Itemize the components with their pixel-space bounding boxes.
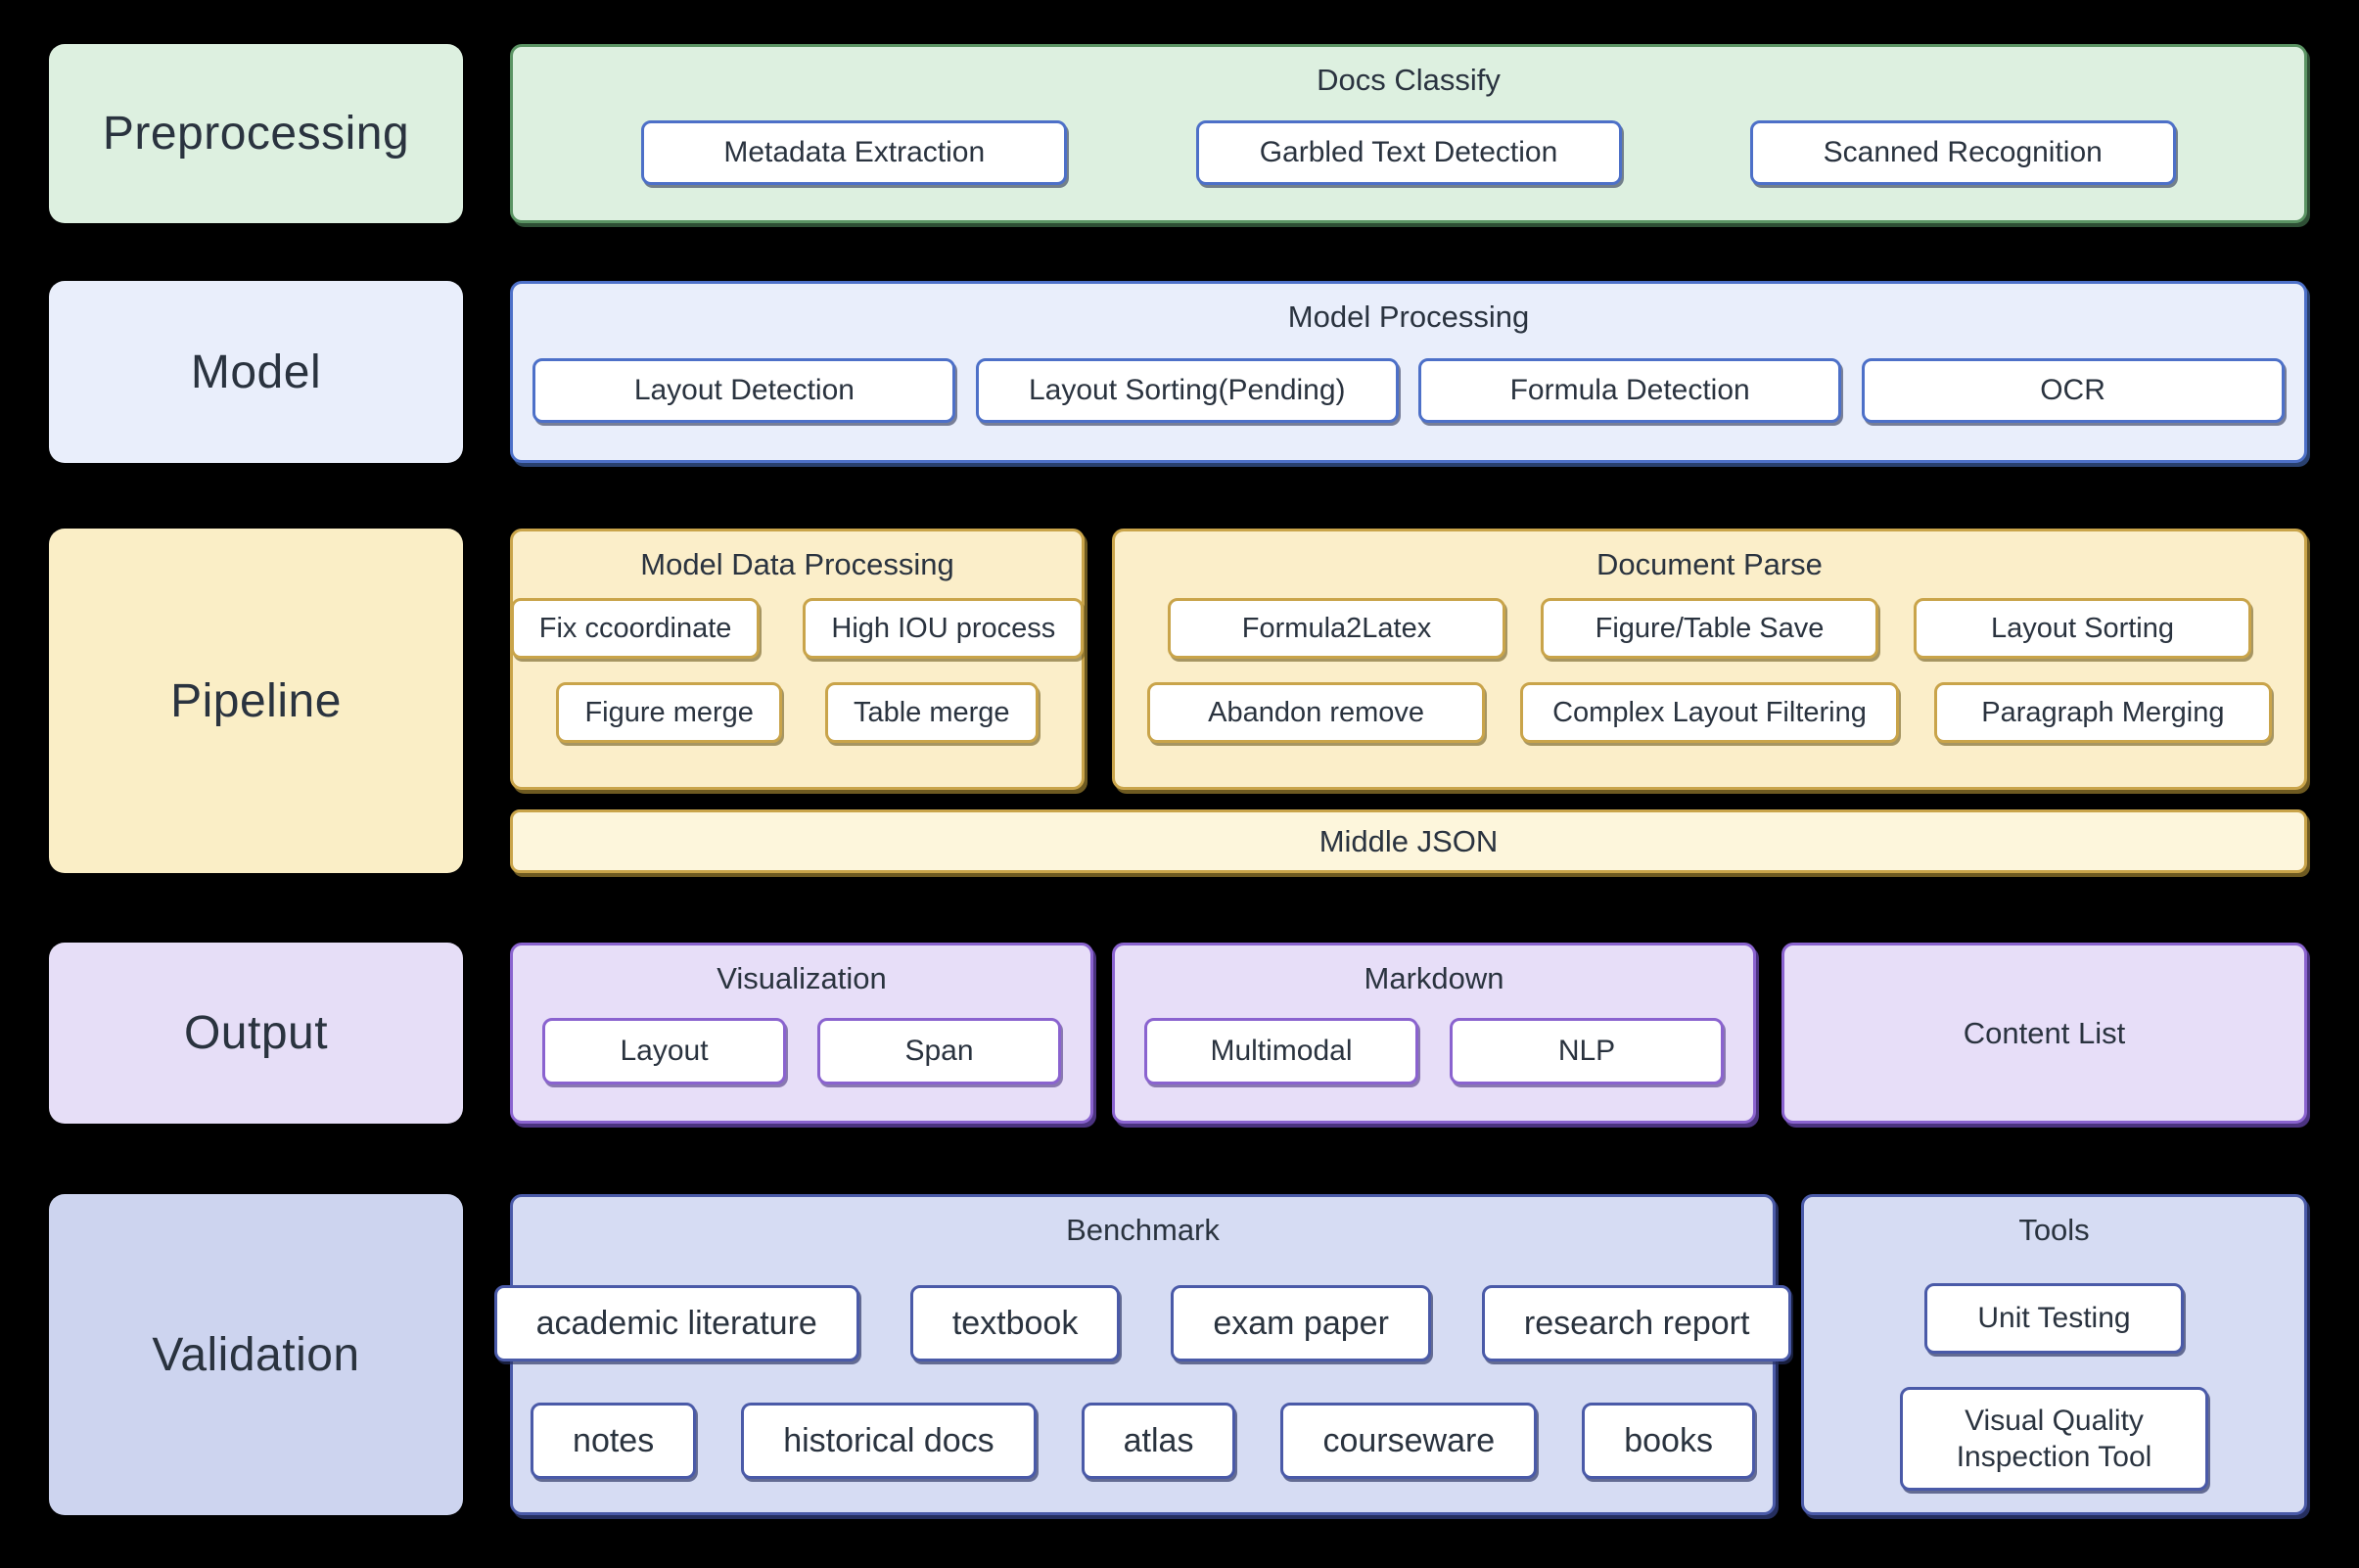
section-title-model-processing: Model Processing (1287, 300, 1530, 334)
section-benchmark: Benchmark academic literature textbook e… (493, 1194, 1792, 1515)
node-unit-testing: Unit Testing (1924, 1283, 2184, 1354)
validation-content: Benchmark academic literature textbook e… (493, 1194, 2307, 1515)
node-academic-literature: academic literature (493, 1285, 859, 1361)
stage-label-output: Output (49, 943, 463, 1124)
node-courseware: courseware (1280, 1403, 1538, 1479)
docs-classify-nodes: Metadata Extraction Garbled Text Detecti… (513, 98, 2304, 220)
node-ocr: OCR (1861, 358, 2285, 423)
node-paragraph-merging: Paragraph Merging (1933, 682, 2272, 743)
node-table-merge: Table merge (824, 682, 1039, 743)
stage-label-validation: Validation (49, 1194, 463, 1515)
node-abandon-remove: Abandon remove (1147, 682, 1486, 743)
preprocessing-content: Docs Classify Metadata Extraction Garble… (510, 44, 2307, 223)
section-title-tools: Tools (2018, 1213, 2090, 1247)
middle-json-bar: Middle JSON (510, 809, 2307, 873)
node-complex-layout-filtering: Complex Layout Filtering (1520, 682, 1899, 743)
node-figure-merge: Figure merge (556, 682, 782, 743)
mdp-row-1: Fix ccoordinate High IOU process (510, 598, 1085, 659)
output-content: Visualization Layout Span Markdown Multi… (510, 943, 2307, 1124)
mdp-row-2: Figure merge Table merge (513, 682, 1082, 743)
pipeline-content: Model Data Processing Fix ccoordinate Hi… (510, 529, 2307, 873)
node-fix-ccoordinate: Fix ccoordinate (510, 598, 761, 659)
section-visualization: Visualization Layout Span (510, 943, 1093, 1124)
section-title-content-list: Content List (1963, 1015, 2126, 1050)
node-books: books (1582, 1403, 1755, 1479)
node-formula2latex: Formula2Latex (1168, 598, 1505, 659)
node-metadata-extraction: Metadata Extraction (641, 119, 1068, 185)
row-validation: Validation Benchmark academic literature… (49, 1194, 2307, 1515)
section-title-document-parse: Document Parse (1596, 547, 1823, 581)
node-atlas: atlas (1081, 1403, 1236, 1479)
markdown-nodes: Multimodal NLP (1115, 996, 1753, 1121)
node-span: Span (817, 1017, 1061, 1084)
row-pipeline: Pipeline Model Data Processing Fix ccoor… (49, 529, 2307, 873)
node-textbook: textbook (909, 1285, 1121, 1361)
stage-label-pipeline: Pipeline (49, 529, 463, 873)
section-markdown: Markdown Multimodal NLP (1112, 943, 1756, 1124)
node-garbled-text-detection: Garbled Text Detection (1195, 119, 1622, 185)
node-layout-sorting: Layout Sorting (1914, 598, 2251, 659)
model-content: Model Processing Layout Detection Layout… (510, 281, 2307, 463)
section-document-parse: Document Parse Formula2Latex Figure/Tabl… (1112, 529, 2307, 790)
node-layout-detection: Layout Detection (532, 358, 956, 423)
section-title-docs-classify: Docs Classify (1317, 63, 1501, 97)
node-research-report: research report (1481, 1285, 1792, 1361)
section-model-processing: Model Processing Layout Detection Layout… (510, 281, 2307, 463)
row-model: Model Model Processing Layout Detection … (49, 281, 2307, 463)
model-processing-nodes: Layout Detection Layout Sorting(Pending)… (513, 335, 2304, 460)
node-nlp: NLP (1450, 1017, 1724, 1084)
benchmark-row-2: notes historical docs atlas courseware b… (513, 1403, 1773, 1479)
pipeline-boxes: Model Data Processing Fix ccoordinate Hi… (510, 529, 2307, 790)
benchmark-row-1: academic literature textbook exam paper … (493, 1285, 1792, 1361)
node-notes: notes (531, 1403, 697, 1479)
node-scanned-recognition: Scanned Recognition (1749, 119, 2176, 185)
node-visual-quality-inspection-tool: Visual Quality Inspection Tool (1900, 1387, 2208, 1491)
section-tools: Tools Unit Testing Visual Quality Inspec… (1801, 1194, 2307, 1515)
section-title-model-data-processing: Model Data Processing (640, 547, 954, 581)
section-content-list: Content List (1781, 943, 2307, 1124)
dp-row-1: Formula2Latex Figure/Table Save Layout S… (1115, 598, 2304, 659)
node-multimodal: Multimodal (1144, 1017, 1418, 1084)
section-title-benchmark: Benchmark (1066, 1213, 1220, 1247)
node-layout-sorting-pending: Layout Sorting(Pending) (975, 358, 1399, 423)
row-preprocessing: Preprocessing Docs Classify Metadata Ext… (49, 44, 2307, 223)
node-layout: Layout (542, 1017, 786, 1084)
row-output: Output Visualization Layout Span Markdow… (49, 943, 2307, 1124)
node-figure-table-save: Figure/Table Save (1541, 598, 1878, 659)
node-historical-docs: historical docs (741, 1403, 1037, 1479)
section-model-data-processing: Model Data Processing Fix ccoordinate Hi… (510, 529, 1085, 790)
section-title-markdown: Markdown (1364, 961, 1504, 995)
section-docs-classify: Docs Classify Metadata Extraction Garble… (510, 44, 2307, 223)
node-high-iou-process: High IOU process (803, 598, 1085, 659)
node-formula-detection: Formula Detection (1418, 358, 1842, 423)
stage-label-preprocessing: Preprocessing (49, 44, 463, 223)
node-exam-paper: exam paper (1171, 1285, 1431, 1361)
stage-label-model: Model (49, 281, 463, 463)
section-title-visualization: Visualization (717, 961, 887, 995)
dp-row-2: Abandon remove Complex Layout Filtering … (1115, 682, 2304, 743)
visualization-nodes: Layout Span (513, 996, 1090, 1121)
tools-nodes: Unit Testing Visual Quality Inspection T… (1804, 1248, 2304, 1512)
